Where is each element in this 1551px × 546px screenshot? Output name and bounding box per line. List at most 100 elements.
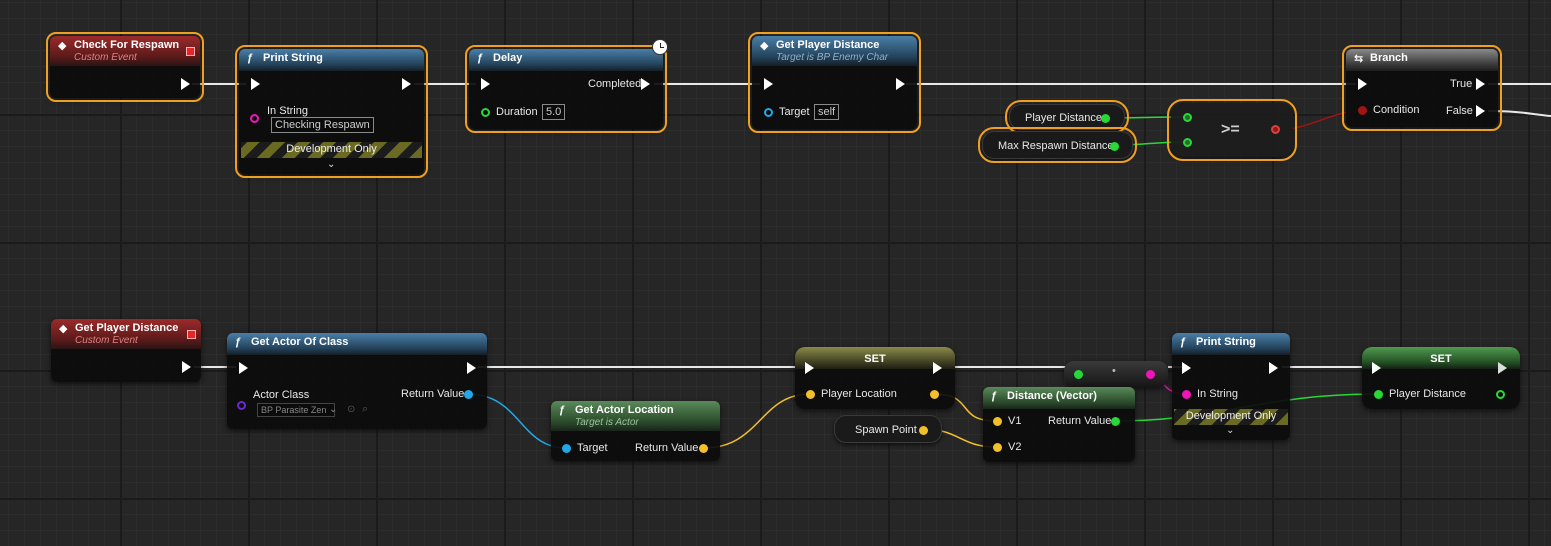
search-icon[interactable]: ⌕ — [362, 403, 369, 415]
object-pin[interactable] — [764, 108, 773, 117]
browse-icon[interactable]: ⊙ — [347, 404, 356, 415]
node-title: Print String — [263, 52, 323, 64]
vector-pin[interactable] — [806, 390, 815, 399]
vector-pin[interactable] — [930, 390, 939, 399]
node-title: Print String — [1196, 336, 1256, 348]
float-pin[interactable] — [1074, 370, 1083, 379]
string-pin[interactable] — [1182, 390, 1191, 399]
set-player-location-node[interactable]: SET Player Location — [795, 347, 955, 409]
node-title: SET — [864, 353, 886, 365]
check-for-respawn-event-node[interactable]: ◆ Check For Respawn Custom Event — [46, 32, 204, 102]
get-actor-of-class-node[interactable]: ƒ Get Actor Of Class Actor Class BP Para… — [227, 333, 487, 429]
node-header: ƒ Print String — [239, 49, 424, 71]
target-input[interactable]: self — [814, 104, 840, 120]
node-header: SET — [795, 347, 955, 369]
vector-pin[interactable] — [993, 443, 1002, 452]
float-pin[interactable] — [1111, 417, 1120, 426]
function-icon: ƒ — [1180, 336, 1187, 348]
node-header: ƒ Print String — [1172, 333, 1290, 355]
exec-out-pin[interactable] — [1269, 362, 1278, 374]
delegate-pin-icon[interactable] — [187, 330, 196, 339]
node-title: Get Actor Location — [575, 404, 674, 416]
exec-out-pin[interactable] — [402, 78, 411, 90]
node-title: Distance (Vector) — [1007, 390, 1097, 402]
duration-label: Duration — [496, 106, 538, 118]
node-subtitle: Custom Event — [75, 335, 138, 346]
chevron-down-icon[interactable]: ⌄ — [327, 159, 336, 170]
event-diamond-icon: ◆ — [760, 40, 769, 52]
delegate-pin-icon[interactable] — [186, 47, 195, 56]
exec-out-pin[interactable] — [896, 78, 905, 90]
vector-pin[interactable] — [919, 426, 928, 435]
development-only-label: Development Only — [1185, 410, 1277, 422]
development-only-label: Development Only — [286, 143, 377, 155]
exec-in-pin[interactable] — [251, 78, 260, 90]
float-pin[interactable] — [1110, 142, 1119, 151]
exec-in-pin[interactable] — [481, 78, 490, 90]
exec-out-pin[interactable] — [181, 78, 190, 90]
in-string-input[interactable]: Checking Respawn — [271, 117, 374, 133]
player-distance-getter[interactable]: Player Distance — [1005, 100, 1129, 134]
exec-out-false-pin[interactable] — [1476, 105, 1485, 117]
float-pin[interactable] — [481, 108, 490, 117]
get-player-distance-call-node[interactable]: ◆ Get Player Distance Target is BP Enemy… — [748, 32, 921, 133]
exec-out-true-pin[interactable] — [1476, 78, 1485, 90]
duration-input[interactable]: 5.0 — [542, 104, 566, 120]
function-icon: ƒ — [235, 336, 242, 348]
node-header: ƒ Delay — [469, 49, 663, 71]
in-string-label: In String — [1197, 388, 1238, 400]
float-pin[interactable] — [1101, 114, 1110, 123]
string-pin[interactable] — [1146, 370, 1155, 379]
spawn-point-getter[interactable]: Spawn Point — [834, 415, 942, 443]
set-player-distance-node[interactable]: SET Player Distance — [1362, 347, 1520, 409]
exec-out-pin[interactable] — [1498, 362, 1507, 374]
class-pin[interactable] — [237, 401, 246, 410]
node-header: ƒ Get Actor Of Class — [227, 333, 487, 355]
float-pin[interactable] — [1183, 113, 1192, 122]
bool-pin[interactable] — [1358, 106, 1367, 115]
greater-equal-node[interactable]: >= — [1167, 99, 1297, 161]
float-pin[interactable] — [1496, 390, 1505, 399]
exec-in-pin[interactable] — [1358, 78, 1367, 90]
print-string-node[interactable]: ƒ Print String In String Checking Respaw… — [235, 45, 428, 178]
float-pin[interactable] — [1183, 138, 1192, 147]
in-string-label: In String — [267, 105, 308, 117]
bool-pin[interactable] — [1271, 125, 1280, 134]
float-pin[interactable] — [1374, 390, 1383, 399]
exec-in-pin[interactable] — [764, 78, 773, 90]
exec-out-pin[interactable] — [467, 362, 476, 374]
max-respawn-distance-getter[interactable]: Max Respawn Distance — [978, 127, 1137, 163]
actor-class-dropdown[interactable]: BP Parasite Zen — [257, 403, 335, 417]
string-pin[interactable] — [250, 114, 259, 123]
exec-in-pin[interactable] — [1182, 362, 1191, 374]
get-player-distance-event-node[interactable]: ◆ Get Player Distance Custom Event — [51, 319, 201, 382]
chevron-down-icon[interactable]: ⌄ — [329, 404, 338, 415]
exec-out-pin[interactable] — [182, 361, 191, 373]
exec-out-pin[interactable] — [641, 78, 650, 90]
object-pin[interactable] — [562, 444, 571, 453]
node-title: Delay — [493, 52, 523, 64]
return-value-label: Return Value — [401, 388, 465, 400]
print-string-node-2[interactable]: ƒ Print String In String Development Onl… — [1172, 333, 1290, 440]
node-subtitle: Target is Actor — [575, 417, 639, 428]
exec-in-pin[interactable] — [239, 362, 248, 374]
delay-node[interactable]: ƒ Delay Completed Duration 5.0 — [465, 39, 668, 133]
event-diamond-icon: ◆ — [59, 323, 68, 335]
exec-out-pin[interactable] — [933, 362, 942, 374]
get-actor-location-node[interactable]: ƒ Get Actor Location Target is Actor Tar… — [551, 401, 720, 461]
function-icon: ƒ — [559, 404, 566, 416]
object-pin[interactable] — [464, 390, 473, 399]
reroute-node[interactable]: • — [1064, 361, 1168, 387]
node-subtitle: Custom Event — [74, 52, 137, 63]
distance-vector-node[interactable]: ƒ Distance (Vector) V1 Return Value V2 — [983, 387, 1135, 462]
exec-in-pin[interactable] — [1372, 362, 1381, 374]
actor-class-label: Actor Class — [253, 389, 310, 401]
development-only-banner: Development Only — [1174, 409, 1288, 425]
vector-pin[interactable] — [993, 417, 1002, 426]
chevron-down-icon[interactable]: ⌄ — [1226, 425, 1235, 436]
vector-pin[interactable] — [699, 444, 708, 453]
variable-label: Max Respawn Distance — [998, 140, 1114, 152]
branch-node[interactable]: ⇆ Branch True Condition False — [1342, 45, 1502, 131]
exec-in-pin[interactable] — [805, 362, 814, 374]
v1-label: V1 — [1008, 415, 1022, 427]
